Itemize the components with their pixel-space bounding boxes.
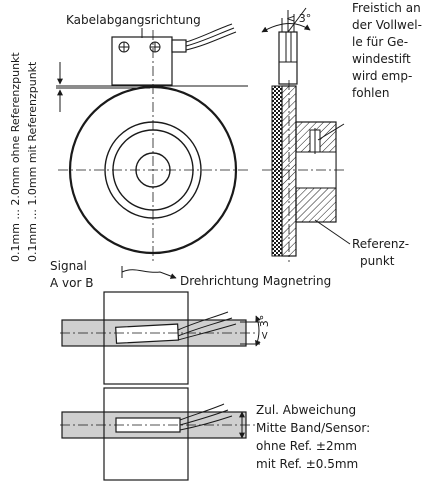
- svg-text:wird emp-: wird emp-: [352, 69, 412, 83]
- ring-teeth: [271, 85, 283, 257]
- rotation-arrow: [121, 266, 177, 279]
- svg-text:le für Ge-: le für Ge-: [352, 35, 408, 49]
- deviation-label: Zul. Abweichung Mitte Band/Sensor: ohne …: [256, 403, 370, 471]
- reference-point-label: Referenz- punkt: [352, 237, 409, 268]
- signal-label: Signal A vor B: [50, 259, 93, 290]
- svg-text:Freistich an: Freistich an: [352, 1, 421, 15]
- svg-text:Referenz-: Referenz-: [352, 237, 409, 251]
- rotation-direction-label: Drehrichtung Magnetring: [180, 274, 331, 288]
- gap-label-with-ref: 0.1mm ... 1.0mm mit Referenzpunkt: [26, 61, 39, 262]
- angle-top-label: < 3°: [286, 12, 311, 25]
- tilt-view: [60, 291, 261, 385]
- svg-text:A vor B: A vor B: [50, 276, 93, 290]
- svg-text:ohne Ref. ±2mm: ohne Ref. ±2mm: [256, 439, 357, 453]
- cable-direction-label: Kabelabgangsrichtung: [66, 13, 201, 27]
- svg-text:windestift: windestift: [352, 52, 411, 66]
- svg-text:der Vollwel-: der Vollwel-: [352, 18, 422, 32]
- angle-side-label: < 3°: [258, 315, 271, 340]
- sensor-head: [111, 36, 173, 86]
- svg-text:mit Ref. ±0.5mm: mit Ref. ±0.5mm: [256, 457, 358, 471]
- sensor-cable: [171, 23, 237, 53]
- front-view: [56, 23, 250, 262]
- side-view: [261, 7, 351, 262]
- svg-text:fohlen: fohlen: [352, 86, 390, 100]
- svg-text:punkt: punkt: [360, 254, 395, 268]
- note-freistich: Freistich an der Vollwel- le für Ge- win…: [352, 1, 422, 100]
- sensor-side: [278, 14, 298, 85]
- deviation-view: [60, 387, 258, 481]
- svg-text:Signal: Signal: [50, 259, 87, 273]
- svg-text:Mitte Band/Sensor:: Mitte Band/Sensor:: [256, 421, 370, 435]
- tilted-sensor: [115, 323, 180, 344]
- sensor-screws: [118, 41, 161, 53]
- gap-label-without-ref: 0.1mm ... 2.0mm ohne Referenzpunkt: [9, 52, 22, 262]
- svg-text:Zul. Abweichung: Zul. Abweichung: [256, 403, 356, 417]
